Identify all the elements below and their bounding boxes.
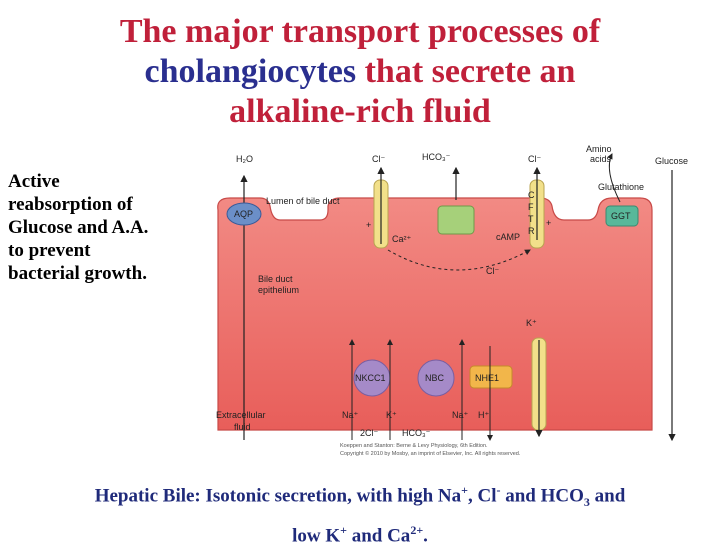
cftr-letter-f: F [528, 202, 534, 212]
footer-text: low K [292, 525, 341, 547]
na-label-2: Na⁺ [452, 410, 469, 420]
ggt-label: GGT [611, 211, 631, 221]
camp-label: cAMP [496, 232, 520, 242]
glucose-label: Glucose [655, 156, 688, 166]
cl-label-top-right: Cl⁻ [528, 154, 541, 164]
ggt-enzyme [605, 205, 639, 227]
hco3-label-bottom: HCO₃⁻ [402, 428, 431, 438]
side-note: Active reabsorption of Glucose and A.A. … [8, 170, 198, 285]
nhe1-label: NHE1 [475, 373, 499, 383]
glutathione-label: Glutathione [598, 182, 644, 192]
footer-sub: 3 [583, 495, 590, 510]
footer-text: and [589, 485, 626, 507]
plus-label-left: + [366, 220, 371, 230]
side-note-line: Active [8, 171, 60, 192]
extracellular-label-2: fluid [234, 422, 251, 432]
amino-acids-label-1: Amino [586, 144, 612, 154]
title-line-1: The major transport processes of [119, 13, 601, 50]
cftr-letter-r: R [528, 226, 535, 236]
h-label: H⁺ [478, 410, 489, 420]
cholangiocyte-diagram: H₂O Cl⁻ HCO₃⁻ Cl⁻ Amino acids Glucose Gl… [216, 144, 688, 457]
title-line-2-rest: that secrete an [356, 53, 576, 90]
side-note-line: to prevent [8, 240, 91, 261]
credit-line-2: Copyright © 2010 by Mosby, an imprint of… [340, 450, 521, 457]
slide-title: The major transport processes of cholang… [0, 12, 720, 132]
aqp-label: AQP [234, 209, 253, 219]
footer-line-2: low K+ and Ca2+. [0, 516, 720, 550]
hco3-label-top: HCO₃⁻ [422, 152, 451, 162]
lumen-label: Lumen of bile duct [266, 196, 340, 206]
nbc-transporter [417, 359, 455, 397]
footer-sup: + [461, 483, 468, 497]
footer-text: and Ca [346, 525, 411, 547]
cftr-letter-c: C [528, 190, 535, 200]
side-note-line: bacterial growth. [8, 263, 147, 284]
epithelium-label-2: epithelium [258, 285, 299, 295]
k-label-right: K⁺ [526, 318, 537, 328]
nhe1-exchanger [469, 365, 513, 389]
footer-text: . [423, 525, 428, 547]
h2o-label: H₂O [236, 154, 253, 164]
cl-label-top-left: Cl⁻ [372, 154, 385, 164]
footer-text: and HCO [500, 485, 584, 507]
extracellular-label-1: Extracellular [216, 410, 266, 420]
cl-mid-label: Cl⁻ [486, 266, 499, 276]
side-note-line: reabsorption of [8, 194, 133, 215]
2cl-label: 2Cl⁻ [360, 428, 379, 438]
na-label-1: Na⁺ [342, 410, 359, 420]
title-cholangiocytes: cholangiocytes [144, 53, 357, 90]
cftr-letter-t: T [528, 214, 534, 224]
ca-label: Ca²⁺ [392, 234, 412, 244]
nbc-label: NBC [425, 373, 445, 383]
amino-acids-label-2: acids [590, 154, 612, 164]
footer-caption: Hepatic Bile: Isotonic secretion, with h… [0, 476, 720, 550]
footer-text: , Cl [467, 485, 497, 507]
footer-text: Hepatic Bile: Isotonic secretion, with h… [94, 485, 462, 507]
footer-line-1: Hepatic Bile: Isotonic secretion, with h… [0, 476, 720, 516]
side-note-line: Glucose and A.A. [8, 217, 149, 238]
nkcc1-label: NKCC1 [355, 373, 386, 383]
lumen-of-bile-duct [272, 202, 328, 216]
k-label-bottom: K⁺ [386, 410, 397, 420]
cl-hco3-exchanger [437, 205, 475, 235]
title-line-2: cholangiocytes that secrete an [0, 52, 720, 92]
footer-sup: 2+ [410, 523, 424, 538]
footer-sup: + [340, 523, 347, 538]
cl-recycling-arrow [387, 249, 531, 271]
credit-line-1: Koeppen and Stanton: Berne & Levy Physio… [340, 443, 488, 449]
amino-acid-arrow [607, 153, 621, 203]
footer-sup: - [496, 483, 501, 497]
aqp-channel [226, 202, 262, 226]
epithelium-label-1: Bile duct [258, 274, 293, 284]
plus-label-right: + [546, 218, 551, 228]
title-line-3: alkaline-rich fluid [229, 93, 491, 130]
